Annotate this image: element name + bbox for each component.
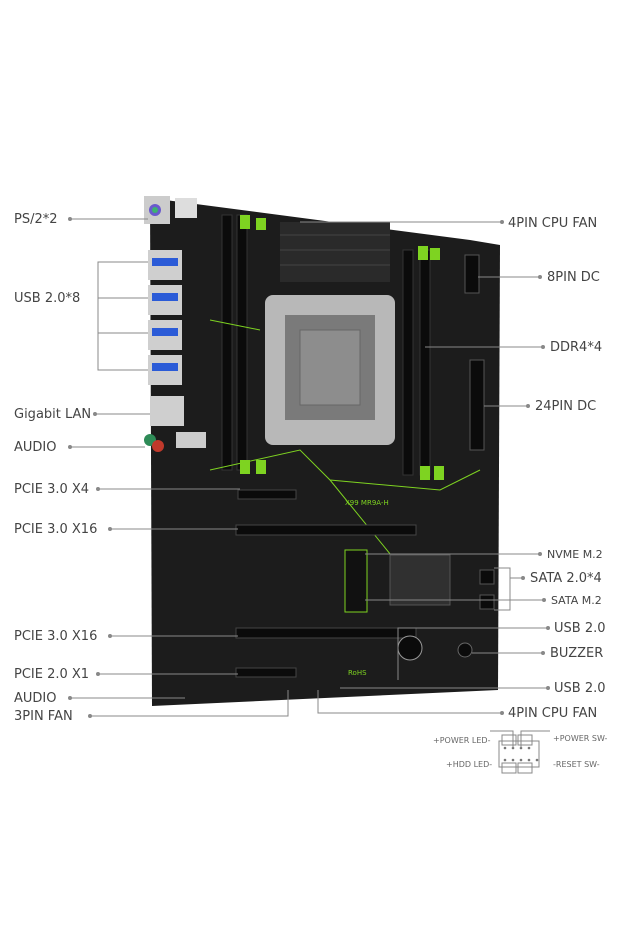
chipset-heatsink (389, 554, 451, 606)
label-usb20-rear: USB 2.0*8 (14, 291, 80, 306)
m2-slots (344, 549, 368, 613)
label-pcie30-x4: PCIE 3.0 X4 (14, 482, 89, 497)
dimm-latches (240, 215, 444, 480)
label-pcie30-x16-1: PCIE 3.0 X16 (14, 522, 97, 537)
label-4pin-cpu-fan-top: 4PIN CPU FAN (508, 216, 597, 231)
usb-ports (148, 250, 182, 385)
label-ddr4: DDR4*4 (550, 340, 602, 355)
label-sata20: SATA 2.0*4 (530, 571, 602, 586)
buzzer (457, 642, 473, 658)
label-gigabit-lan: Gigabit LAN (14, 407, 91, 422)
left-callouts: PS/2*2 USB 2.0*8 Gigabit LAN AUDIO PCIE … (14, 212, 289, 724)
motherboard: X99 MR9A-H RoHS (144, 196, 500, 706)
board-model: X99 MR9A-H (345, 499, 389, 507)
io-bracket (175, 198, 197, 218)
right-callouts: 4PIN CPU FAN 8PIN DC DDR4*4 24PIN DC NVM… (300, 216, 606, 721)
dimm-slots (221, 214, 431, 476)
label-24pin-dc: 24PIN DC (535, 399, 596, 414)
label-audio-rear: AUDIO (14, 440, 57, 455)
pcie-x16-slot-1 (235, 524, 417, 536)
cpu-socket (265, 295, 395, 445)
label-nvme-m2: NVME M.2 (547, 548, 603, 561)
pcie-slots (235, 489, 417, 678)
cmos-battery (397, 635, 423, 661)
fp-power-led: +POWER LED- (433, 736, 491, 745)
label-4pin-cpu-fan-bottom: 4PIN CPU FAN (508, 706, 597, 721)
lan-port (150, 396, 184, 426)
8pin-connector (464, 254, 480, 294)
rohs-mark: RoHS (348, 669, 367, 677)
pcie-x1-slot (235, 667, 297, 678)
label-pcie20-x1: PCIE 2.0 X1 (14, 667, 89, 682)
label-3pin-fan: 3PIN FAN (14, 709, 73, 724)
label-audio-front: AUDIO (14, 691, 57, 706)
pcie-x16-slot-2 (235, 627, 417, 639)
label-pcie30-x16-2: PCIE 3.0 X16 (14, 629, 97, 644)
fp-hdd-led: +HDD LED- (446, 760, 492, 769)
fp-power-sw: +POWER SW- (553, 734, 608, 743)
label-buzzer: BUZZER (550, 646, 603, 661)
sata-ports (479, 569, 495, 610)
vrm-heatsink (280, 222, 390, 282)
fp-reset-sw: -RESET SW- (553, 760, 600, 769)
label-ps2: PS/2*2 (14, 212, 58, 227)
24pin-connector (469, 359, 485, 451)
front-panel-pinout: +POWER LED- +POWER SW- +HDD LED- -RESET … (433, 730, 608, 774)
audio-jacks (144, 432, 206, 452)
label-8pin-dc: 8PIN DC (547, 270, 600, 285)
label-usb20-header-2: USB 2.0 (554, 681, 606, 696)
label-sata-m2: SATA M.2 (551, 594, 602, 607)
label-usb20-header-1: USB 2.0 (554, 621, 606, 636)
pcie-x4-slot (237, 489, 297, 500)
